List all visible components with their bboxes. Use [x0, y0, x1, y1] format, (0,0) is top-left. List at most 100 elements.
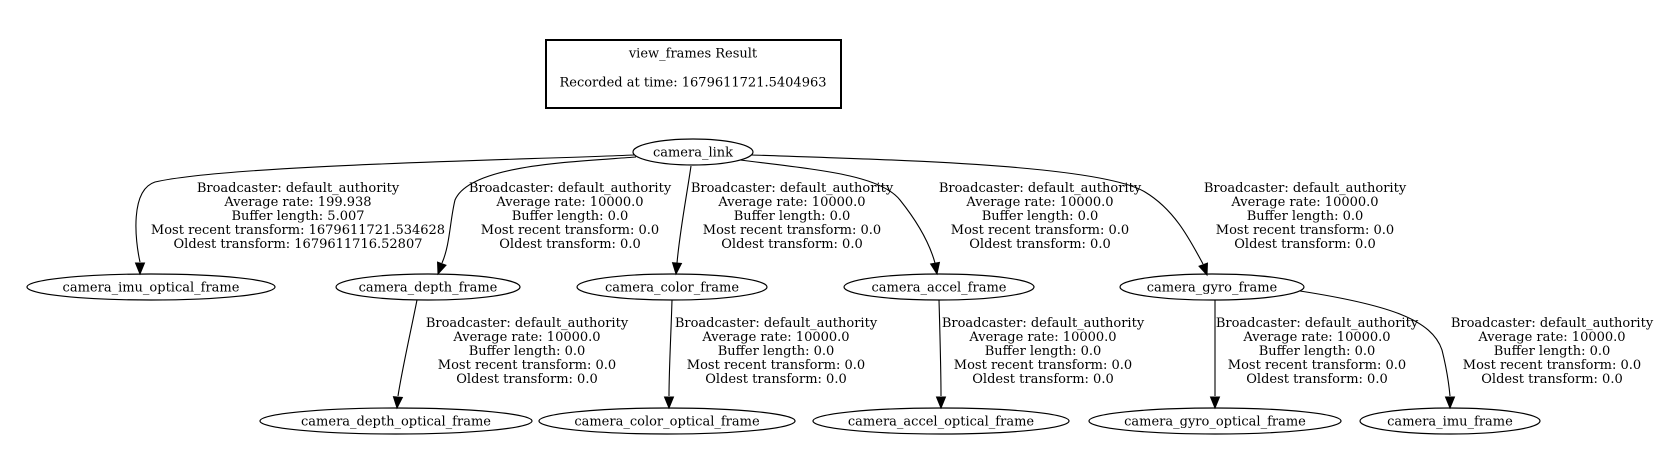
edge-label-line: Average rate: 10000.0: [1477, 330, 1625, 345]
edge-label-line: Oldest transform: 0.0: [456, 372, 597, 387]
edge-label-line: Broadcaster: default_authority: [426, 316, 629, 331]
node-ellipse: [26, 273, 276, 301]
edge-label-line: Buffer length: 0.0: [1247, 209, 1364, 224]
node-camera_imu_optical_frame: camera_imu_optical_frame: [26, 273, 276, 301]
edge-label-line: Oldest transform: 0.0: [1234, 237, 1375, 252]
edge-label-line: Buffer length: 0.0: [734, 209, 851, 224]
edge-label-line: Broadcaster: default_authority: [1204, 181, 1407, 196]
result-header-border: [545, 39, 842, 109]
edge-label-line: Average rate: 10000.0: [1230, 195, 1378, 210]
edge-label-line: Average rate: 199.938: [223, 195, 371, 210]
edge-label-line: Oldest transform: 0.0: [721, 237, 862, 252]
edge-label-line: Oldest transform: 0.0: [972, 372, 1113, 387]
node-ellipse: [843, 273, 1035, 301]
edge-label-line: Most recent transform: 0.0: [1228, 358, 1406, 373]
arrowhead: [1444, 396, 1456, 410]
node-ellipse: [1119, 273, 1305, 301]
edge-label-line: Buffer length: 0.0: [1259, 344, 1376, 359]
node-label: camera_gyro_frame: [1147, 281, 1278, 296]
edge-line: [668, 299, 673, 397]
edge-label-line: Buffer length: 0.0: [985, 344, 1102, 359]
edge-label-line: Buffer length: 0.0: [718, 344, 835, 359]
node-camera_depth_optical_frame: camera_depth_optical_frame: [259, 407, 533, 435]
recorded-time: Recorded at time: 1679611721.5404963: [559, 76, 826, 91]
edge-label-line: Most recent transform: 0.0: [1463, 358, 1641, 373]
edge-line: [135, 154, 635, 263]
edge-line: [441, 156, 637, 264]
edge-line: [1299, 290, 1451, 397]
edge-line: [739, 159, 936, 264]
arrowhead: [437, 261, 447, 276]
edge-label-line: Most recent transform: 0.0: [687, 358, 865, 373]
edge-line: [938, 299, 942, 397]
edge-label-line: Broadcaster: default_authority: [469, 181, 672, 196]
edge-label-line: Average rate: 10000.0: [452, 330, 600, 345]
edge-line: [751, 154, 1204, 265]
edge-label-line: Average rate: 10000.0: [965, 195, 1113, 210]
node-camera_accel_optical_frame: camera_accel_optical_frame: [812, 407, 1070, 435]
edge-label-line: Broadcaster: default_authority: [197, 181, 400, 196]
edge-label-line: Most recent transform: 0.0: [438, 358, 616, 373]
node-ellipse: [632, 138, 754, 166]
result-title: view_frames Result: [628, 47, 758, 62]
node-camera_color_frame: camera_color_frame: [576, 273, 768, 301]
arrowhead: [134, 262, 146, 276]
node-camera_depth_frame: camera_depth_frame: [335, 273, 521, 301]
edge-label-line: Broadcaster: default_authority: [1451, 316, 1654, 331]
edge-label-line: Oldest transform: 1679611716.52807: [174, 237, 423, 252]
result-header-box: view_frames Result Recorded at time: 167…: [545, 39, 842, 109]
arrowhead: [671, 262, 683, 276]
node-label: camera_link: [653, 146, 733, 161]
edge-label-line: Broadcaster: default_authority: [1216, 316, 1419, 331]
node-label: camera_gyro_optical_frame: [1124, 415, 1306, 430]
node-label: camera_color_frame: [605, 281, 739, 296]
edge-label-line: Buffer length: 0.0: [512, 209, 629, 224]
node-label: camera_accel_frame: [872, 281, 1007, 296]
edge-line: [676, 165, 692, 264]
edge-label-line: Oldest transform: 0.0: [705, 372, 846, 387]
node-label: camera_accel_optical_frame: [848, 415, 1035, 430]
edge-label-line: Oldest transform: 0.0: [499, 237, 640, 252]
edge-label-line: Oldest transform: 0.0: [1246, 372, 1387, 387]
edge-label-line: Most recent transform: 0.0: [951, 223, 1129, 238]
edge-label-line: Broadcaster: default_authority: [675, 316, 878, 331]
edge-label-line: Average rate: 10000.0: [495, 195, 643, 210]
edge-label-line: Most recent transform: 0.0: [1216, 223, 1394, 238]
node-label: camera_imu_optical_frame: [63, 281, 240, 296]
arrowhead: [1198, 262, 1208, 277]
node-label: camera_color_optical_frame: [574, 415, 760, 430]
node-camera_gyro_frame: camera_gyro_frame: [1119, 273, 1305, 301]
node-label: camera_imu_frame: [1387, 415, 1513, 430]
node-camera_imu_frame: camera_imu_frame: [1359, 407, 1541, 435]
node-label: camera_depth_optical_frame: [301, 415, 491, 430]
arrowhead: [935, 396, 947, 410]
node-ellipse: [259, 407, 533, 435]
edge-label-line: Buffer length: 0.0: [1494, 344, 1611, 359]
node-camera_link: camera_link: [632, 138, 754, 166]
edge-label-line: Buffer length: 0.0: [982, 209, 1099, 224]
edge-label-line: Most recent transform: 0.0: [703, 223, 881, 238]
arrowhead: [392, 396, 404, 410]
edge-label-line: Broadcaster: default_authority: [939, 181, 1142, 196]
node-ellipse: [1088, 407, 1342, 435]
edge-label-line: Most recent transform: 0.0: [481, 223, 659, 238]
